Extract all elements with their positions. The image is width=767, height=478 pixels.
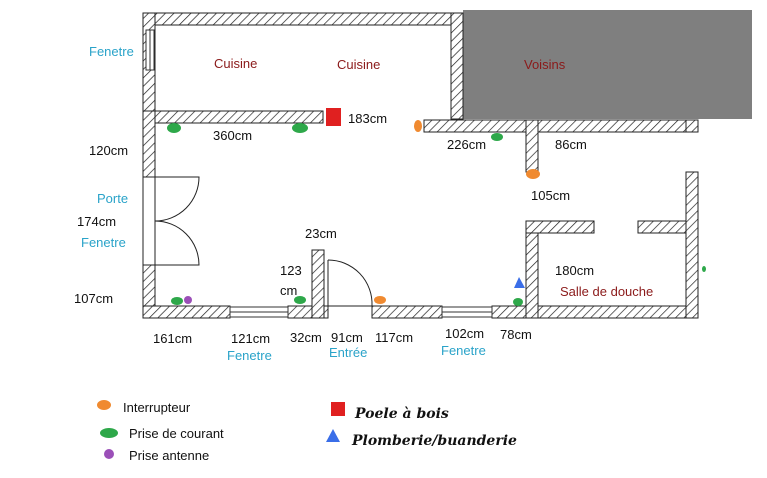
dim-174: 174cm [77,214,116,229]
double-door [142,176,200,266]
wall-voisins-left [450,12,464,120]
dim-78: 78cm [500,327,532,342]
outlet-marker [491,133,503,141]
wall-bathroom-top-1 [525,220,595,234]
entry-door [327,259,373,307]
room-label-salle-de-douche: Salle de douche [560,284,653,299]
wall-bathroom-left [525,220,539,319]
wall-right-top [685,119,699,133]
legend-outlet-swatch [100,428,118,438]
label-fenetre-top-left: Fenetre [89,44,134,59]
room-label-cuisine-1: Cuisine [214,56,257,71]
wall-entry-left [311,249,325,319]
dim-161: 161cm [153,331,192,346]
switch-marker [414,120,422,132]
windows [145,29,493,318]
dim-123-unit: cm [280,283,297,298]
voisins-block [463,10,752,119]
label-fenetre-left: Fenetre [81,235,126,250]
dim-105: 105cm [531,188,570,203]
switch-marker [374,296,386,304]
switch-marker [526,169,540,179]
wall-kitchen [142,110,324,124]
stove-marker [326,108,341,126]
legend-stove-swatch [331,402,345,416]
outlet-marker [513,298,523,306]
wall-bottom-4 [491,305,698,319]
outlet-marker [292,123,308,133]
wall-right-bottom [685,171,699,319]
dim-121: 121cm [231,331,270,346]
outlet-marker [702,266,706,272]
dim-107: 107cm [74,291,113,306]
legend-plumbing-swatch [326,429,340,442]
dim-91: 91cm [331,330,363,345]
legend-prise-courant: Prise de courant [129,426,224,441]
wall-top [142,12,464,26]
dim-32: 32cm [290,330,322,345]
wall-upper-right [423,119,698,133]
plumbing-marker [514,277,525,288]
wall-left-mid [142,110,156,178]
outlet-marker [294,296,306,304]
outlet-marker [171,297,183,305]
legend-antenna-swatch [104,449,114,459]
legend-plomberie: Plomberie/buanderie [351,433,517,449]
dim-86: 86cm [555,137,587,152]
wall-bottom-1 [142,305,231,319]
label-fenetre-bottom-1: Fenetre [227,348,272,363]
dim-183: 183cm [348,111,387,126]
room-label-voisins: Voisins [524,57,566,72]
wall-bottom-3 [371,305,443,319]
dim-180: 180cm [555,263,594,278]
legend-poele: Poele à bois [354,406,449,422]
legend-switch-swatch [97,400,111,410]
dim-226: 226cm [447,137,486,152]
legend: Interrupteur Prise de courant Prise ante… [97,400,517,463]
label-entree: Entrée [329,345,367,360]
legend-interrupteur: Interrupteur [123,400,191,415]
legend-prise-antenne: Prise antenne [129,448,209,463]
dim-120: 120cm [89,143,128,158]
dim-123: 123 [280,263,302,278]
dim-102: 102cm [445,326,484,341]
antenna-marker [184,296,192,304]
dim-117: 117cm [375,330,413,345]
dim-360: 360cm [213,128,252,143]
room-label-cuisine-2: Cuisine [337,57,380,72]
label-porte: Porte [97,191,128,206]
label-fenetre-bottom-2: Fenetre [441,343,486,358]
outlet-marker [167,123,181,133]
wall-partition-vertical [525,119,539,173]
dim-23: 23cm [305,226,337,241]
